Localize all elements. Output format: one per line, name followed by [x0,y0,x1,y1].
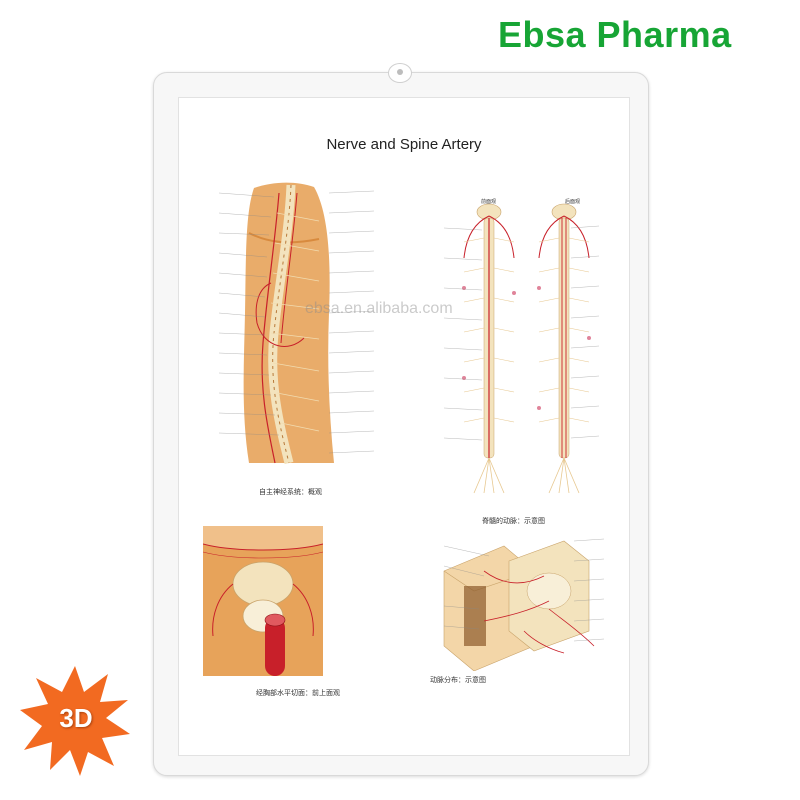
burst-badge-icon [20,666,130,776]
anterior-view-label: 前面观 [481,199,497,205]
watermark: ebsa.en.alibaba.com [305,300,453,317]
artery-distribution-caption: 动脉分布：示意图 [430,676,486,684]
anatomy-poster: Nerve and Spine Artery [178,97,630,756]
hanging-hole [388,63,412,83]
posterior-view-label: 后面观 [565,199,581,205]
poster-title: Nerve and Spine Artery [326,136,482,153]
brand-logo: Ebsa Pharma [498,14,732,55]
autonomic-nervous-system-figure [218,182,375,465]
spinal-arteries-caption: 脊髓的动脉：示意图 [482,517,545,525]
autonomic-caption: 自主神经系统：概观 [259,488,322,496]
artery-distribution-figure [443,538,605,671]
cross-section-caption: 经胸部水平切面：前上面观 [256,689,340,697]
spinal-cord-arteries-figure [443,203,600,494]
thoracic-cross-section-figure [203,526,323,676]
badge-3d-label: 3D [59,703,93,733]
